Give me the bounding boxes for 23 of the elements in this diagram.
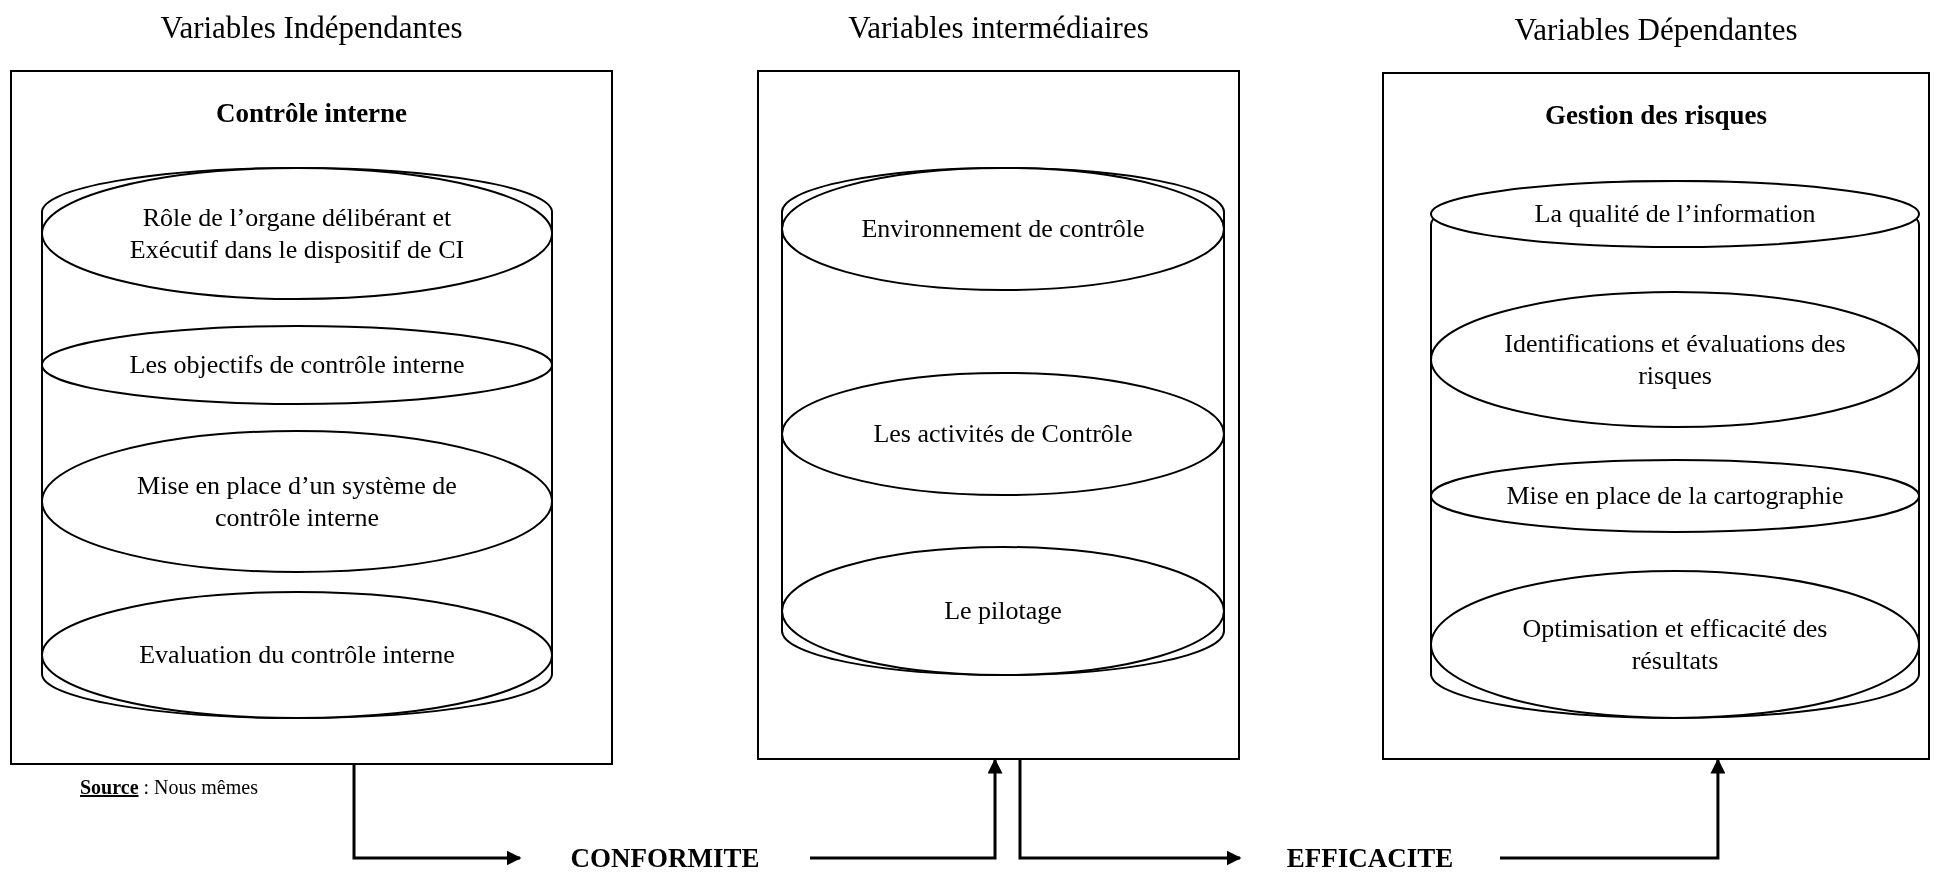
ellipse-label: Rôle de l’organe délibérant et Exécutif dans le dispositif de CI xyxy=(128,201,466,266)
ellipse-label: Mise en place d’un système de contrôle interne xyxy=(136,469,458,534)
panel-title: Contrôle interne xyxy=(215,98,408,129)
column-heading: Variables intermédiaires xyxy=(848,10,1149,46)
ellipse-label: Le pilotage xyxy=(943,594,1063,627)
ellipse-label: Optimisation et efficacité des résultats xyxy=(1521,612,1829,677)
ellipse-label: Environnement de contrôle xyxy=(860,212,1146,245)
arrow xyxy=(810,758,1003,860)
ellipse-label: Identifications et évaluations des risques xyxy=(1503,327,1847,392)
column-heading: Variables Dépendantes xyxy=(1514,12,1798,48)
ellipse-label: La qualité de l’information xyxy=(1533,197,1817,230)
arrow xyxy=(1500,758,1726,860)
ellipse-label: Evaluation du contrôle interne xyxy=(138,638,456,671)
outcome-label: CONFORMITE xyxy=(570,842,760,874)
ellipse-label: Les objectifs de contrôle interne xyxy=(128,348,466,381)
arrow xyxy=(1018,760,1242,866)
ellipse-label: Mise en place de la cartographie xyxy=(1505,479,1845,512)
arrow xyxy=(352,765,522,866)
source-note: Source : Nous mêmes xyxy=(80,776,258,799)
panel-title: Gestion des risques xyxy=(1545,100,1767,131)
column-heading: Variables Indépendantes xyxy=(160,10,463,46)
outcome-label: EFFICACITE xyxy=(1286,842,1454,874)
ellipse-label: Les activités de Contrôle xyxy=(872,417,1134,450)
